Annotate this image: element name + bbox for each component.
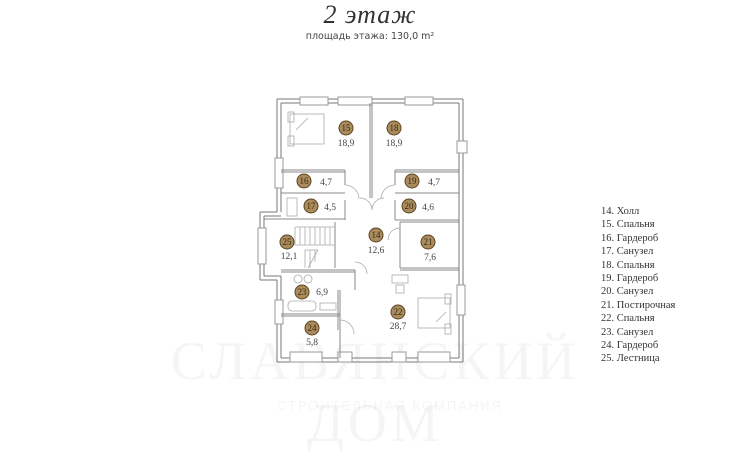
area-14: 12,6 [368,246,385,256]
legend-item: 25. Лестница [601,353,660,365]
area-25: 12,1 [281,252,298,262]
badge-16: 16 [300,176,310,186]
legend-item: 22. Спальня [601,313,655,325]
outer-walls [259,98,464,363]
area-16: 4,7 [320,178,332,188]
legend-item: 20. Санузел [601,286,654,298]
floor-area-subtitle: площадь этажа: 130,0 m² [305,31,435,42]
bidet-icon [303,274,313,284]
badge-14: 14 [372,230,382,240]
room-badges [279,120,436,336]
legend-item: 19. Гардероб [601,273,659,285]
badge-17: 17 [307,201,317,211]
area-19: 4,7 [428,178,440,188]
bathtub-icon [287,300,317,312]
floor-title: 2 этаж [323,0,417,29]
sink-icon [319,302,337,311]
badge-19: 19 [408,176,418,186]
area-17: 4,5 [324,203,336,213]
legend-item: 14. Холл [601,206,640,217]
badge-21: 21 [424,237,433,247]
legend-item: 18. Спальня [601,259,655,271]
badge-25: 25 [283,237,293,247]
badge-22: 22 [394,307,403,317]
bed-icon-room-15 [287,111,325,147]
area-22: 28,7 [390,322,407,332]
legend-item: 17. Санузел [601,246,654,258]
interior-walls [264,103,459,358]
badge-18: 18 [390,123,400,133]
staircase [294,226,335,269]
badge-24: 24 [308,323,318,333]
area-21: 7,6 [424,253,436,263]
legend-item: 23. Санузел [601,326,654,338]
shower-icon [286,197,298,217]
area-15: 18,9 [338,139,355,149]
legend-item: 16. Гардероб [601,232,659,244]
badge-20: 20 [405,201,415,211]
toilet-icon [293,274,303,284]
badge-15: 15 [342,123,352,133]
badge-23: 23 [298,287,308,297]
area-23: 6,9 [316,288,328,298]
legend-item: 24. Гардероб [601,340,659,352]
legend-item: 15. Спальня [601,219,655,231]
area-20: 4,6 [422,203,434,213]
bed-icon-room-22 [391,274,452,335]
legend-item: 21. Постирочная [601,299,676,311]
area-24: 5,8 [306,338,318,348]
area-18: 18,9 [386,139,403,149]
floor-plan: 15 18 16 19 17 20 14 25 21 23 22 24 18,9… [257,96,468,363]
watermark-tagline: СТРОИТЕЛЬНАЯ КОМПАНИЯ [200,398,580,413]
room-legend: 14. Холл 15. Спальня 16. Гардероб 17. Са… [601,205,675,366]
